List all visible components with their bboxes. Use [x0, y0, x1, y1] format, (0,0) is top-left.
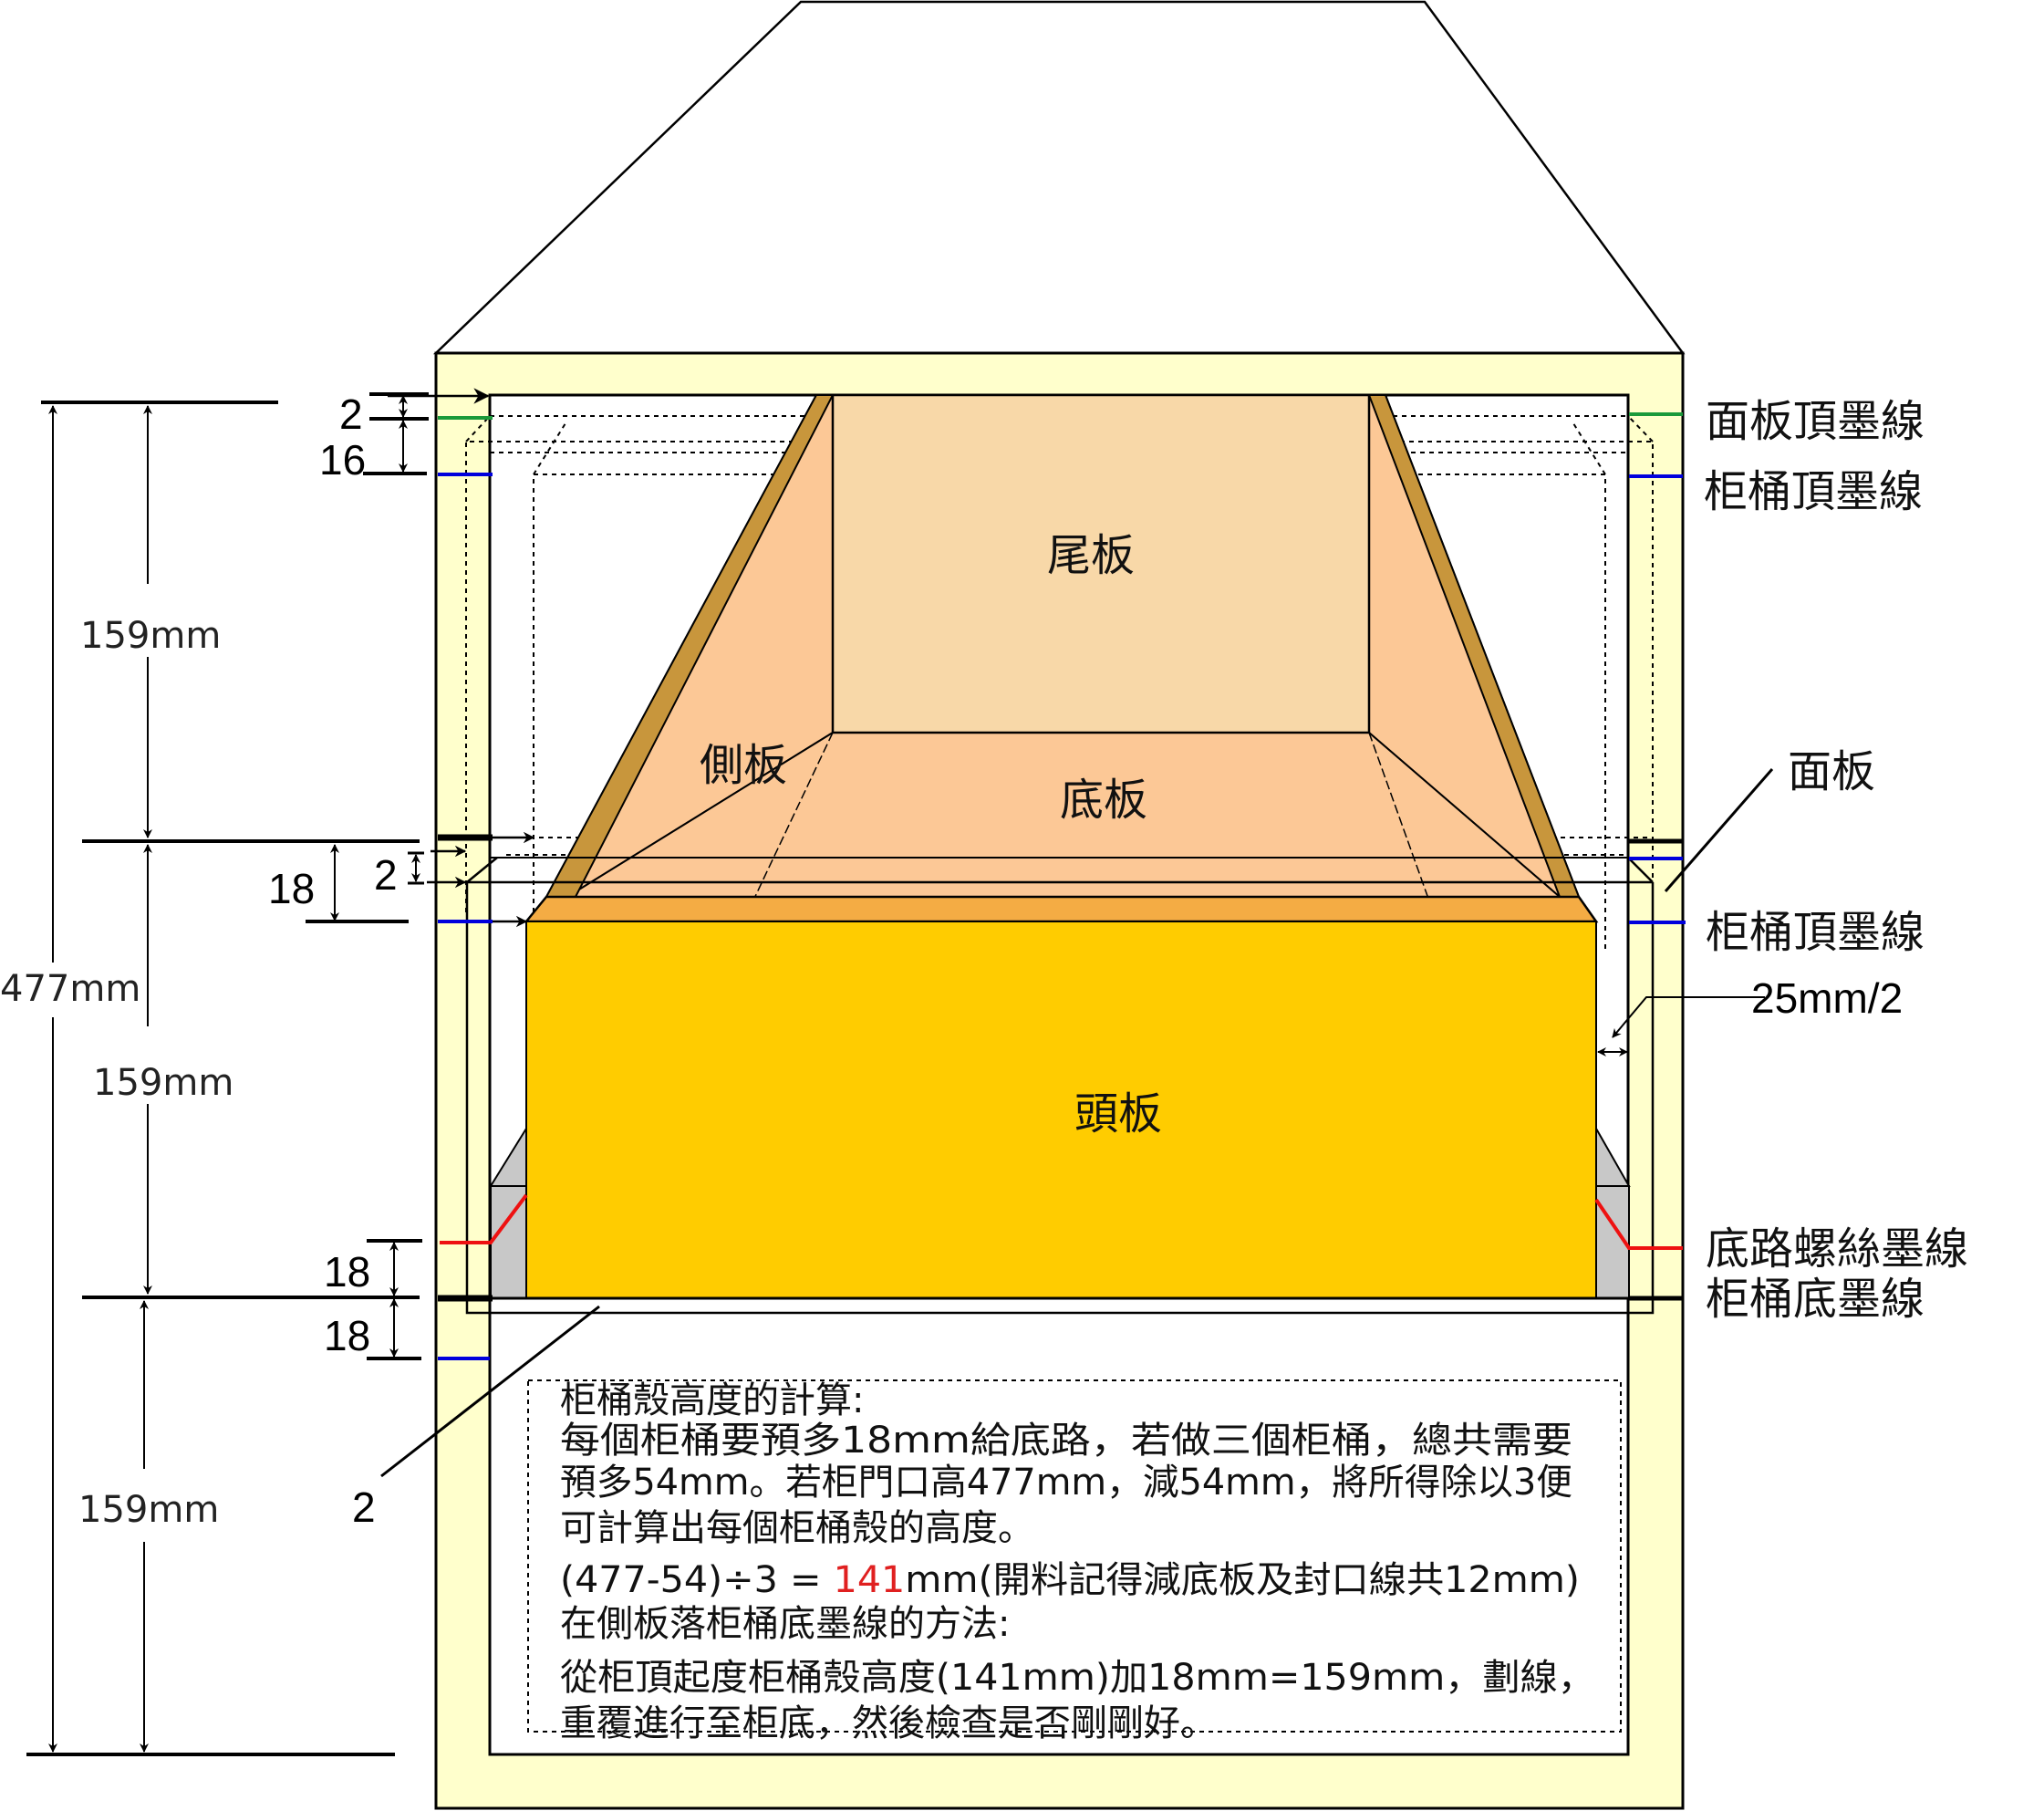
notes-line-3: 可計算出每個柜桶殼的高度。 — [560, 1507, 1034, 1549]
dimension-lines — [26, 392, 1774, 1756]
front-panel-label: 頭板 — [1074, 1088, 1162, 1140]
dim-section-3: 159mm — [78, 1489, 219, 1531]
dim-mid-offset: 18 — [268, 865, 315, 912]
label-runner-screw-line: 底路螺絲墨線 — [1706, 1223, 1968, 1275]
dim-bottom-gap: 2 — [352, 1483, 376, 1531]
dim-top-offset: 16 — [319, 436, 366, 484]
label-drawer-top-line-1: 柜桶頂墨線 — [1704, 466, 1923, 517]
dim-total: 477mm — [0, 968, 140, 1010]
formula-result: 141 — [834, 1559, 906, 1601]
marking-lines — [438, 412, 1686, 1360]
dim-mid-gap: 2 — [374, 851, 398, 899]
back-panel-label: 尾板 — [1047, 530, 1135, 581]
runner-screw-line-right — [1594, 1198, 1683, 1250]
notes-line-1: 每個柜桶要預多18mm給底路，若做三個柜桶，總共需要 — [560, 1420, 1572, 1462]
formula-prefix: (477-54)÷3 = — [560, 1559, 834, 1601]
dim-runner-offset: 18 — [324, 1248, 370, 1296]
drawer-body — [467, 393, 1653, 922]
back-panel — [831, 393, 1371, 734]
notes: 柜桶殼高度的計算: 每個柜桶要預多18mm給底路，若做三個柜桶，總共需要 預多5… — [560, 1379, 1595, 1744]
label-panel-top-line: 面板頂墨線 — [1706, 396, 1925, 447]
bottom-panel-label: 底板 — [1060, 775, 1147, 826]
notes-line-2: 預多54mm。若柜門口高477mm，減54mm，將所得除以3便 — [560, 1462, 1572, 1504]
notes-title: 柜桶殼高度的計算: — [560, 1379, 864, 1421]
side-panel-label: 側板 — [700, 740, 787, 791]
notes-method-line-2: 重覆進行至柜底，然後檢查是否剛剛好。 — [560, 1702, 1217, 1744]
label-face-panel: 面板 — [1788, 746, 1875, 797]
cabinet-top-perspective — [432, 0, 1686, 355]
dim-top-gap: 2 — [339, 390, 363, 438]
dim-bottom-offset: 18 — [324, 1312, 370, 1359]
notes-method-title: 在側板落柜桶底墨線的方法: — [560, 1603, 1010, 1645]
label-drawer-bottom-line: 柜桶底墨線 — [1706, 1274, 1925, 1325]
drawer-front — [525, 921, 1597, 1299]
drawer-front-top-edge — [524, 895, 1599, 923]
notes-method-line-1: 從柜頂起度柜桶殼高度(141mm)加18mm=159mm，劃線， — [560, 1657, 1595, 1699]
runner-screw-line-left — [440, 1193, 528, 1244]
notes-formula: (477-54)÷3 = 141mm(開料記得減底板及封口線共12mm) — [560, 1559, 1580, 1601]
notes-box — [527, 1379, 1622, 1733]
drawer-box-outline — [465, 857, 1655, 1315]
dim-section-2: 159mm — [93, 1062, 233, 1104]
label-clearance: 25mm/2 — [1751, 974, 1903, 1022]
label-drawer-top-line-2: 柜桶頂墨線 — [1706, 907, 1925, 958]
dim-section-1: 159mm — [80, 615, 221, 657]
formula-suffix: mm(開料記得減底板及封口線共12mm) — [905, 1559, 1580, 1601]
